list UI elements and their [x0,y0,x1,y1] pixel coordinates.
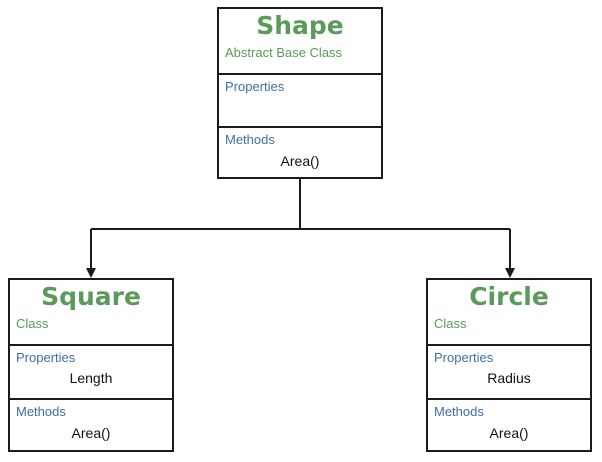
methods-section: Methods Area() [219,126,381,177]
method-item: Area() [280,153,320,169]
class-name: Circle [469,282,549,311]
properties-section: Properties [219,73,381,126]
properties-section: Properties Length [10,344,172,398]
properties-label: Properties [16,350,76,365]
method-item: Area() [489,425,529,441]
class-header: Circle Class [428,280,590,344]
properties-label: Properties [434,350,494,365]
methods-label: Methods [16,404,66,419]
methods-label: Methods [434,404,484,419]
class-stereotype: Class [434,316,467,331]
methods-label: Methods [225,132,275,147]
class-stereotype: Abstract Base Class [225,45,343,60]
class-box-square: Square Class Properties Length Methods A… [8,278,174,452]
class-box-circle: Circle Class Properties Radius Methods A… [426,278,592,452]
class-header: Shape Abstract Base Class [219,9,381,73]
class-header: Square Class [10,280,172,344]
methods-section: Methods Area() [428,398,590,450]
class-stereotype: Class [16,316,49,331]
class-box-shape: Shape Abstract Base Class Properties Met… [217,7,383,179]
method-item: Area() [71,425,111,441]
class-name: Shape [256,11,344,40]
properties-section: Properties Radius [428,344,590,398]
property-item: Length [69,370,113,386]
class-name: Square [41,282,141,311]
properties-label: Properties [225,79,285,94]
property-item: Radius [487,370,531,386]
methods-section: Methods Area() [10,398,172,450]
